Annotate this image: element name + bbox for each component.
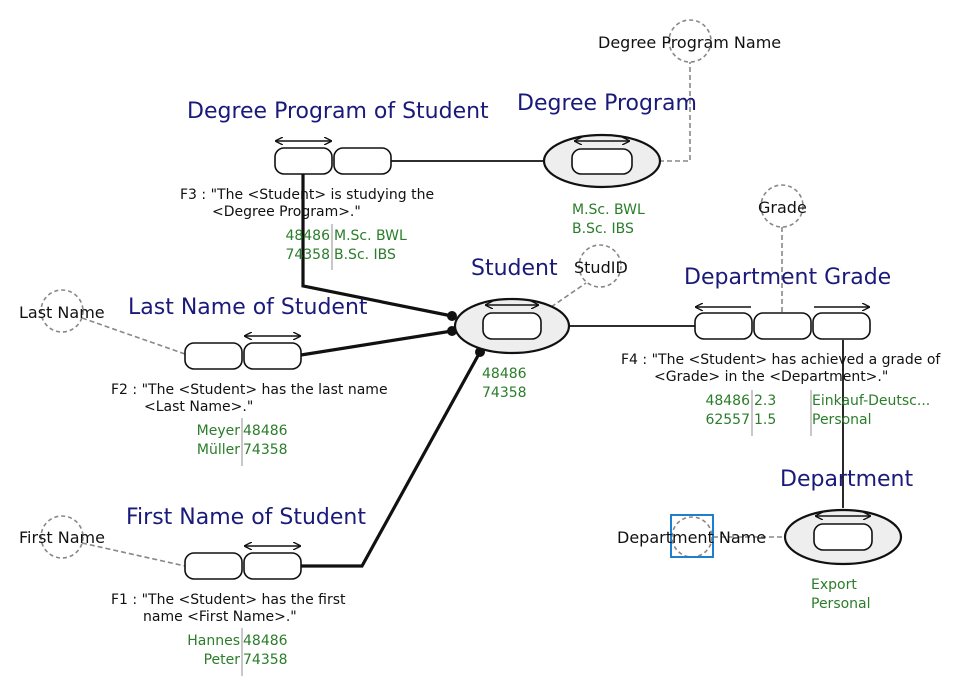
- department-pop-row: Export: [811, 577, 857, 593]
- f2-pop-cell: Meyer: [197, 423, 241, 439]
- f3-pop-cell: 74358: [285, 247, 330, 263]
- f4-pop-cell: 1.5: [754, 412, 776, 428]
- f3-reading-line1: F3 : "The <Student> is studying the: [180, 187, 434, 203]
- student-entity-label: Student: [471, 256, 558, 281]
- degree-program-pop-row: B.Sc. IBS: [572, 221, 634, 237]
- f2-pop-cell: Müller: [197, 442, 240, 458]
- f4-reading-line2: <Grade> in the <Department>.": [654, 369, 888, 385]
- f1-reading-line2: name <First Name>.": [143, 609, 297, 625]
- department-entity[interactable]: [783, 508, 903, 566]
- last-name-ref-line: [81, 317, 186, 355]
- fact-f1-roles[interactable]: [184, 546, 302, 580]
- f3-fact-name: Degree Program of Student: [187, 99, 489, 124]
- f2-reading-line2: <Last Name>.": [144, 399, 253, 415]
- first-name-ref-line: [81, 542, 186, 567]
- f2-fact-name: Last Name of Student: [128, 295, 368, 320]
- f2-pop-cell: 48486: [243, 423, 288, 439]
- last-name-label: Last Name: [19, 303, 105, 322]
- department-name-label: Department Name: [617, 528, 766, 547]
- degree-program-entity-label: Degree Program: [517, 91, 697, 116]
- f2-to-student-line: [300, 329, 453, 357]
- student-pop-row: 48486: [482, 366, 527, 382]
- degree-program-pop-row: M.Sc. BWL: [572, 202, 645, 218]
- f4-reading-line1: F4 : "The <Student> has achieved a grade…: [621, 352, 941, 368]
- f1-fact-name: First Name of Student: [126, 505, 366, 530]
- grade-value-circle[interactable]: [760, 184, 804, 228]
- grade-label: Grade: [758, 198, 807, 217]
- last-name-value-circle[interactable]: [40, 289, 84, 333]
- fact-f4-roles[interactable]: [694, 307, 871, 340]
- first-name-value-circle[interactable]: [40, 515, 84, 559]
- f3-pop-cell: M.Sc. BWL: [334, 228, 407, 244]
- student-pop-row: 74358: [482, 385, 527, 401]
- degree-program-name-value-circle[interactable]: [668, 19, 712, 63]
- first-name-label: First Name: [19, 528, 105, 547]
- degree-program-name-ref-line: [659, 62, 691, 162]
- f1-to-student-line: [301, 351, 482, 568]
- student-entity[interactable]: [453, 297, 571, 355]
- f1-pop-cell: 74358: [243, 652, 288, 668]
- department-pop-row: Personal: [811, 596, 871, 612]
- f4-pop-cell: 62557: [705, 412, 750, 428]
- selection-box: [670, 514, 714, 558]
- f4-pop-cell: Personal: [812, 412, 872, 428]
- degree-program-entity[interactable]: [542, 133, 662, 189]
- f3-reading-line2: <Degree Program>.": [212, 204, 361, 220]
- f1-reading-line1: F1 : "The <Student> has the first: [111, 592, 346, 608]
- f3-to-student-line: [301, 172, 453, 318]
- f1-pop-cell: Peter: [204, 652, 241, 668]
- f4-pop-cell: 2.3: [754, 393, 776, 409]
- f2-pop-cell: 74358: [243, 442, 288, 458]
- studid-label: StudID: [574, 258, 628, 277]
- f1-pop-cell: 48486: [243, 633, 288, 649]
- studid-value-circle[interactable]: [578, 244, 622, 288]
- f3-pop-cell: B.Sc. IBS: [334, 247, 396, 263]
- f3-pop-cell: 48486: [285, 228, 330, 244]
- fact-f2-roles[interactable]: [184, 336, 302, 370]
- f4-fact-name: Department Grade: [684, 265, 891, 290]
- fact-f3-roles[interactable]: [274, 141, 392, 175]
- f2-reading-line1: F2 : "The <Student> has the last name: [111, 382, 388, 398]
- f4-pop-cell: Einkauf-Deutsc...: [812, 393, 930, 409]
- degree-program-name-label: Degree Program Name: [598, 33, 781, 52]
- mandatory-dot-f3: [447, 311, 457, 321]
- f4-pop-cell: 48486: [705, 393, 750, 409]
- f1-pop-cell: Hannes: [187, 633, 240, 649]
- department-entity-label: Department: [780, 467, 914, 492]
